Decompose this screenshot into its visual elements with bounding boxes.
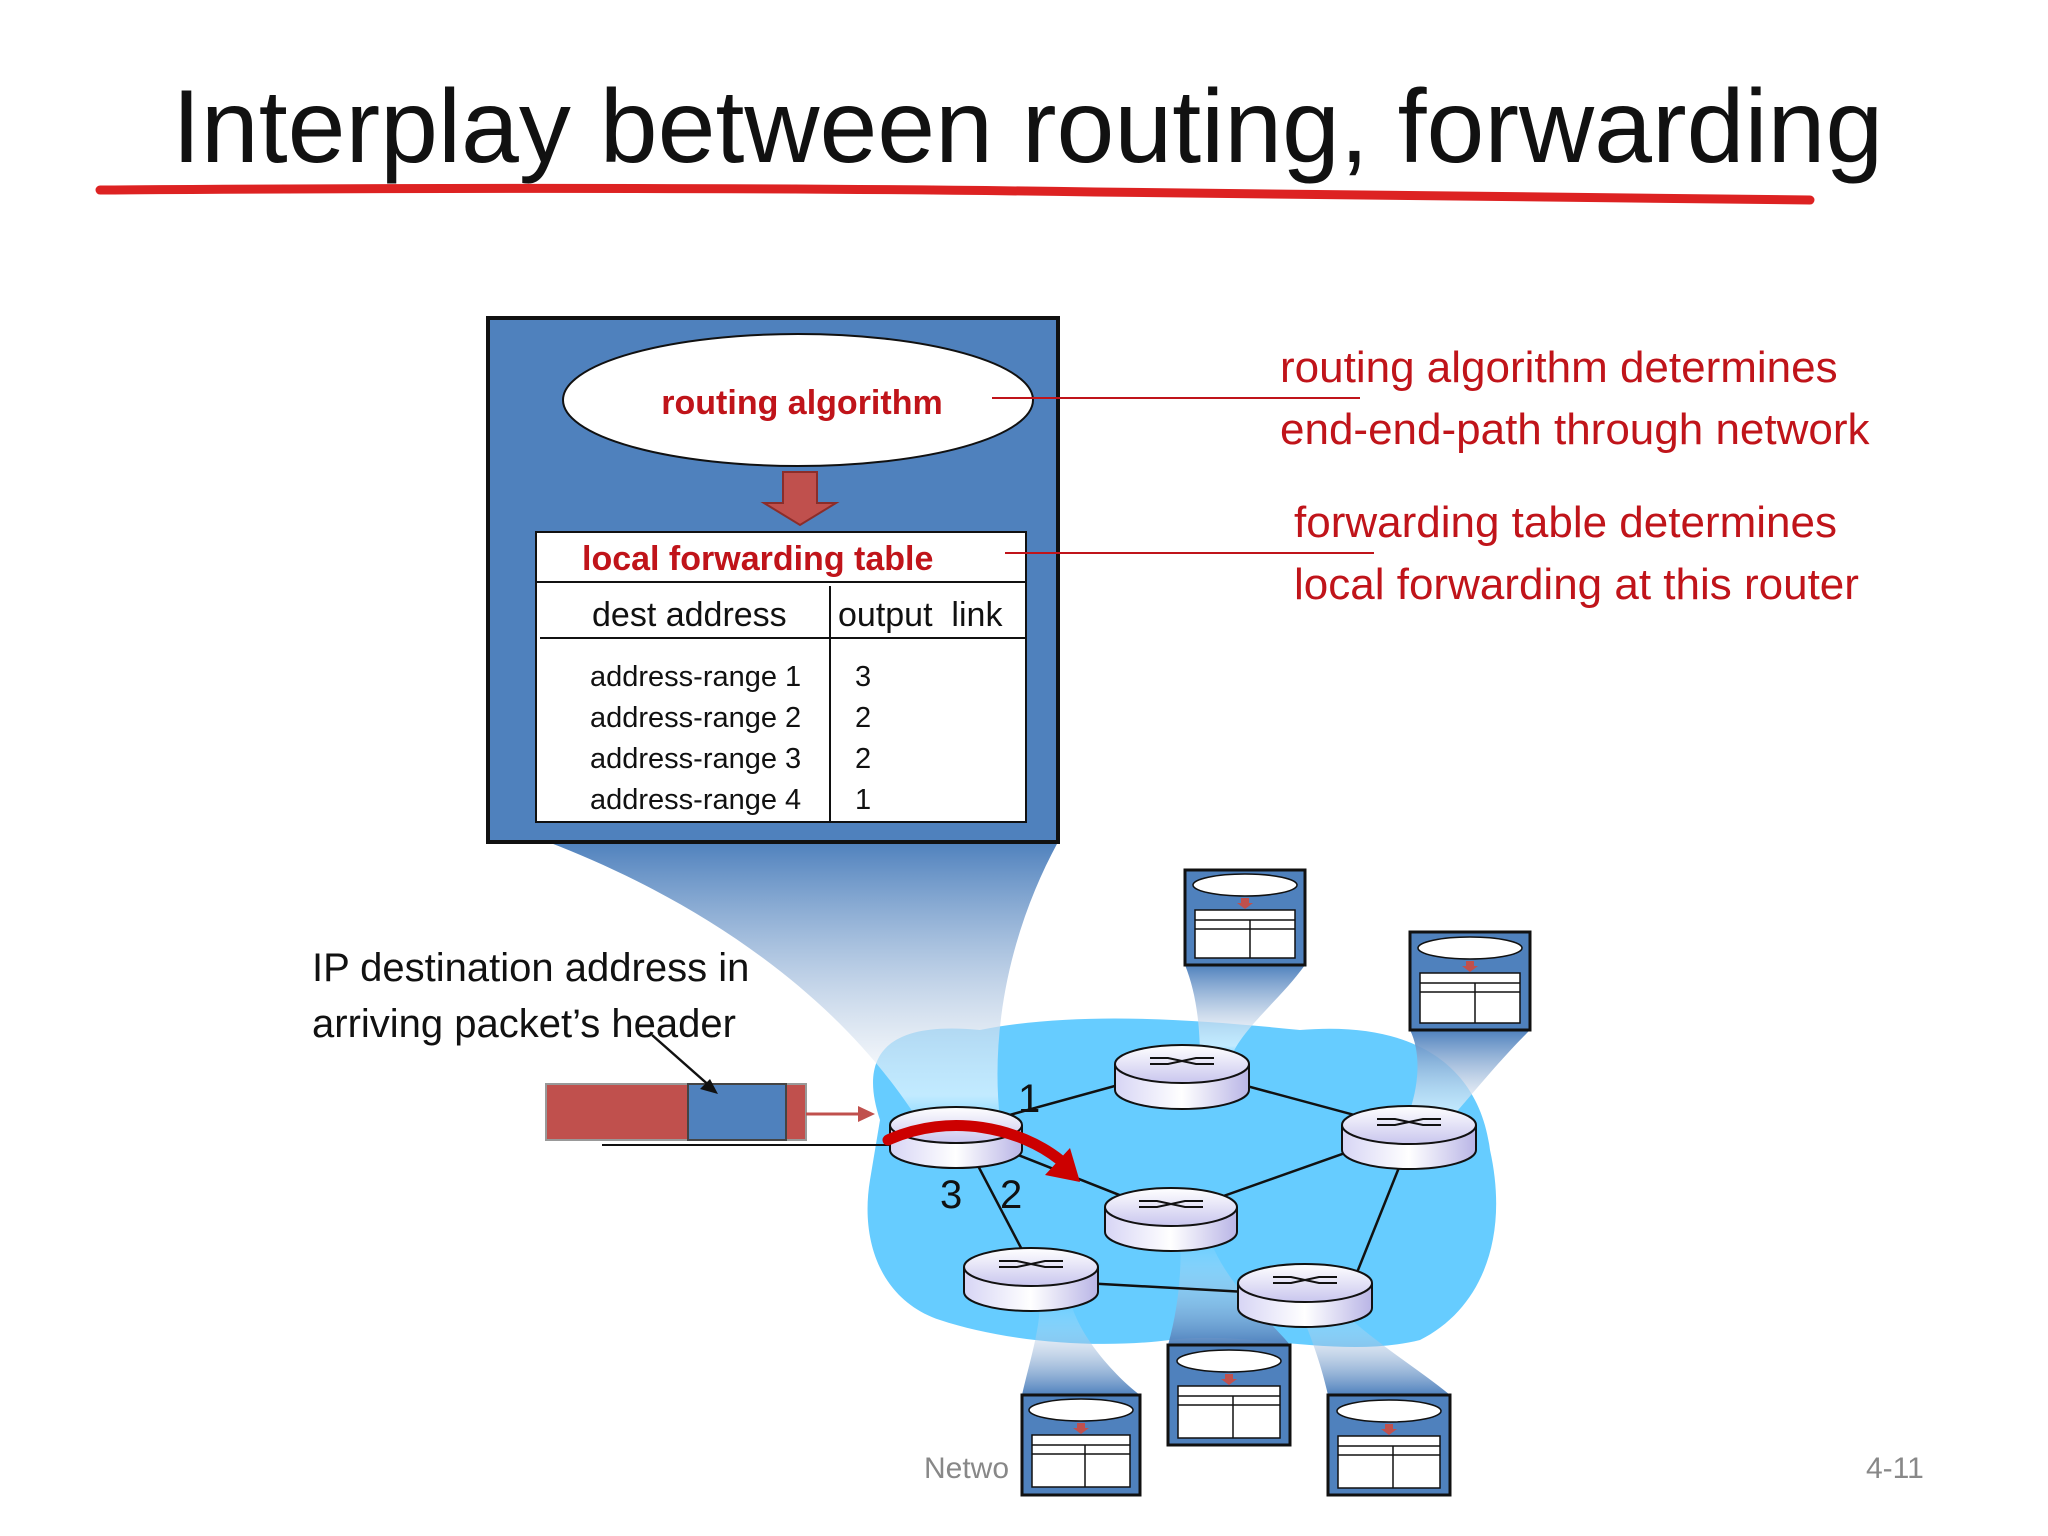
slide-title: Interplay between routing, forwarding	[172, 69, 1884, 185]
router-bottom-left	[963, 1247, 1099, 1312]
router-top	[1114, 1044, 1250, 1110]
table-row-link: 2	[855, 743, 871, 775]
forwarding-note-line2: local forwarding at this router	[1294, 560, 1859, 609]
forwarding-note: forwarding table determines local forwar…	[1294, 492, 1859, 616]
router-right	[1341, 1105, 1477, 1170]
table-row-link: 3	[855, 661, 871, 693]
down-arrow-icon	[760, 471, 840, 527]
mini-router-box-topright	[1408, 930, 1532, 1032]
page-number: 4-11	[1866, 1452, 1924, 1485]
table-row-link: 2	[855, 702, 871, 734]
packet-caption-line2: arriving packet’s header	[312, 1002, 736, 1046]
dest-address-header: dest address	[592, 596, 787, 634]
router-center	[1104, 1187, 1238, 1252]
table-row-dest: address-range 4	[590, 784, 801, 816]
packet-header	[687, 1083, 787, 1141]
routing-algorithm-label: routing algorithm	[661, 384, 942, 422]
zoom-cone	[548, 842, 1058, 1140]
routing-note-line2: end-end-path through network	[1280, 405, 1870, 454]
mini-router-box-top	[1183, 868, 1307, 967]
forwarding-path-arrow	[882, 1120, 1066, 1166]
mini-router-box-bottom-right	[1326, 1393, 1452, 1497]
port-label-2: 2	[1000, 1173, 1022, 1217]
forwarding-table-title: local forwarding table	[582, 540, 933, 578]
small-cone-top	[1185, 965, 1305, 1060]
port-label-1: 1	[1018, 1077, 1040, 1121]
table-row-dest: address-range 3	[590, 743, 801, 775]
table-row-dest: address-range 1	[590, 661, 801, 693]
header-pointer	[651, 1034, 713, 1089]
forwarding-note-line1: forwarding table determines	[1294, 498, 1837, 547]
output-link-header: output link	[838, 596, 1003, 634]
footer-left: Netwo	[924, 1452, 1010, 1485]
packet-caption: IP destination address in arriving packe…	[312, 940, 749, 1052]
port-label-3: 3	[940, 1173, 962, 1217]
mini-router-box-bottom-mid	[1166, 1343, 1292, 1447]
small-cone-bottom-left	[1022, 1300, 1140, 1395]
forwarding-table	[535, 531, 1027, 823]
table-row-dest: address-range 2	[590, 702, 801, 734]
packet-caption-line1: IP destination address in	[312, 946, 750, 990]
table-row-link: 1	[855, 784, 871, 816]
title-underline	[95, 183, 1815, 205]
routing-note-line1: routing algorithm determines	[1280, 343, 1838, 392]
router-bottom-right	[1237, 1263, 1373, 1328]
routing-note: routing algorithm determines end-end-pat…	[1280, 337, 1870, 461]
mini-router-box-bottom-left	[1020, 1393, 1142, 1497]
routing-algorithm-ellipse	[562, 333, 1034, 467]
small-cone-topright	[1410, 1030, 1530, 1130]
